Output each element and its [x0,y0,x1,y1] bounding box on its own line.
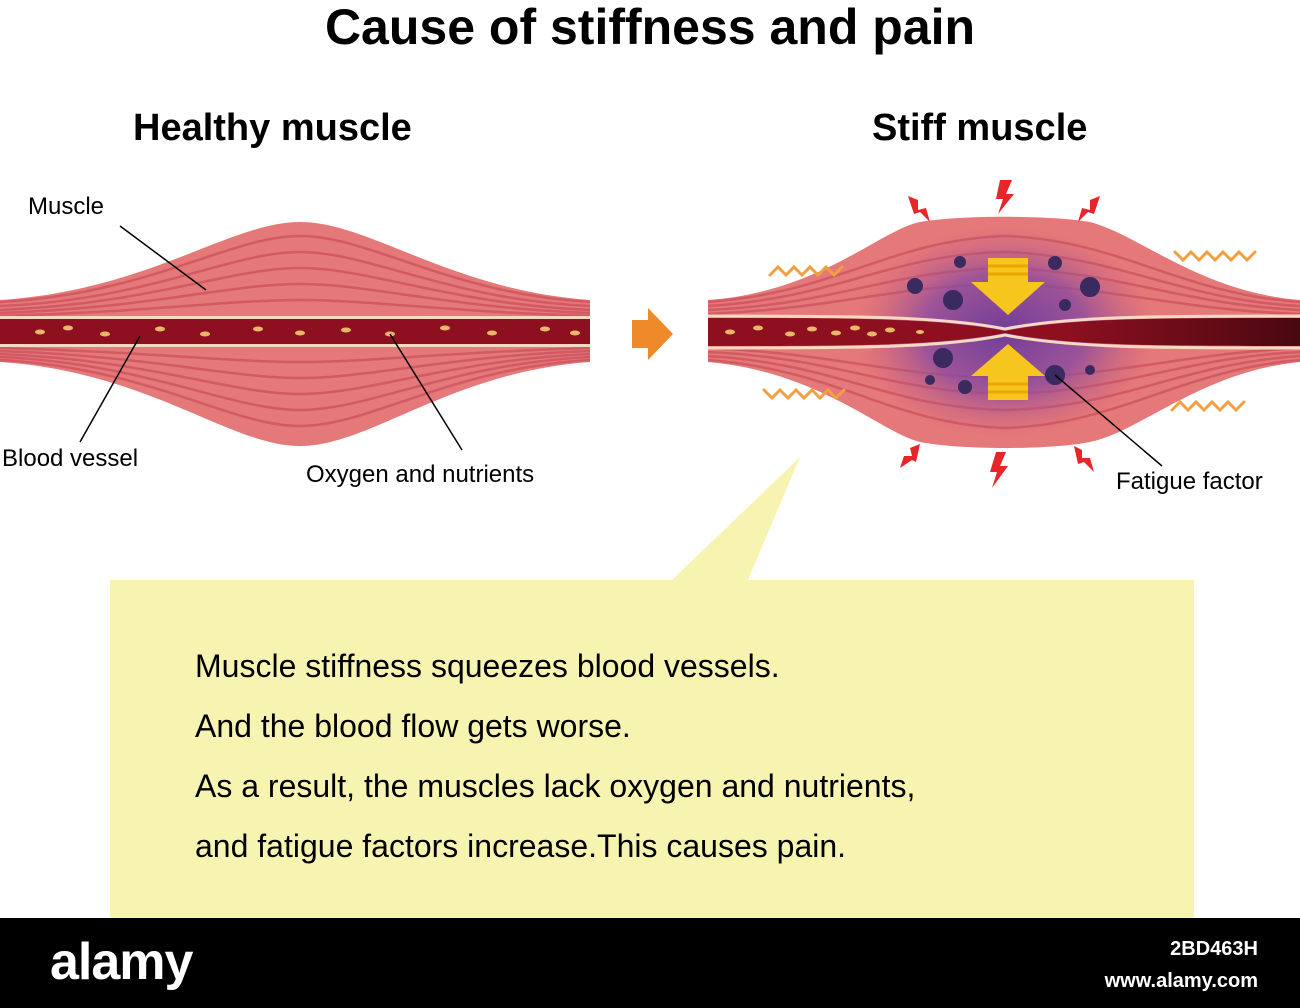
transition-arrow [632,308,673,360]
healthy-blood-vessel [0,318,590,346]
watermark-footer: alamy 2BD463H www.alamy.com [0,918,1300,1008]
lightning-icon [908,196,930,222]
blood-vessel-label: Blood vessel [2,445,138,473]
explanation-line: and fatigue factors increase.This causes… [195,816,915,876]
squiggle-icon [1172,402,1244,410]
image-id: 2BD463H [1170,938,1258,961]
explanation-text: Muscle stiffness squeezes blood vessels.… [195,636,915,876]
fatigue-factor-label: Fatigue factor [1116,468,1263,496]
squiggle-icon [1175,252,1255,260]
lightning-icon [1074,446,1094,472]
oxygen-nutrients-label: Oxygen and nutrients [306,461,534,489]
lightning-icon [996,180,1014,214]
explanation-line: And the blood flow gets worse. [195,696,915,756]
brand-logo: alamy [50,932,192,992]
muscle-label: Muscle [28,193,104,221]
healthy-muscle-illustration [0,222,590,450]
lightning-icon [990,452,1008,488]
lightning-icon [1078,196,1100,222]
site-url: www.alamy.com [1105,970,1258,993]
explanation-line: Muscle stiffness squeezes blood vessels. [195,636,915,696]
explanation-line: As a result, the muscles lack oxygen and… [195,756,915,816]
lightning-icon [900,444,920,468]
